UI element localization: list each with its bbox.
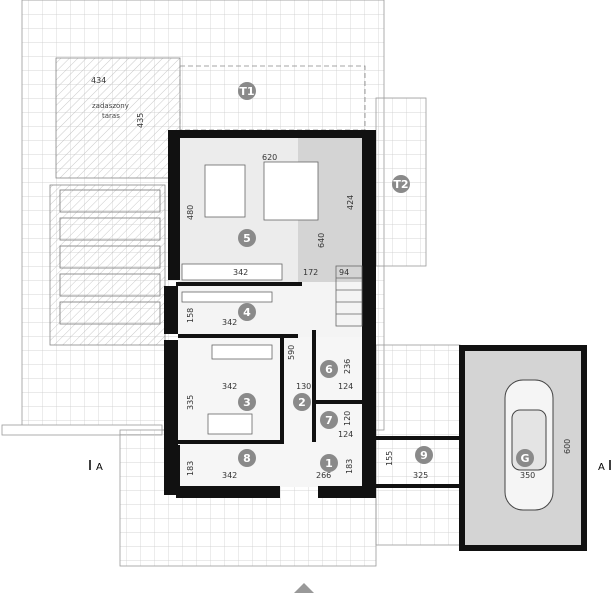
- svg-text:T2: T2: [393, 178, 408, 191]
- staircase: [335, 265, 363, 327]
- dim-room6-height: 236: [343, 359, 352, 374]
- badge-1: 1: [320, 454, 338, 472]
- dim-garage-height: 600: [563, 439, 572, 454]
- terrace-t1-outline: [179, 65, 366, 131]
- dining-table: [204, 164, 246, 218]
- badge-2: 2: [293, 393, 311, 411]
- svg-text:7: 7: [325, 414, 333, 427]
- dim-kitchen-width: 342: [233, 268, 248, 277]
- dim-room4-height: 158: [186, 308, 195, 323]
- section-mark-right: A: [598, 462, 605, 473]
- svg-text:T1: T1: [239, 85, 254, 98]
- badge-8: 8: [238, 449, 256, 467]
- svg-text:9: 9: [420, 449, 428, 462]
- covered-terrace-label-2: taras: [102, 112, 120, 120]
- dim-garage-width: 350: [520, 471, 535, 480]
- svg-text:G: G: [520, 452, 529, 465]
- dim-stair-width: 94: [339, 268, 349, 277]
- dimension-labels: 434 435 zadaszony taras 620 480 640 424 …: [91, 76, 572, 480]
- entrance-arrow-icon: [294, 583, 314, 593]
- room4-counter: [181, 291, 273, 303]
- sofa: [263, 161, 319, 221]
- dim-room3-height: 335: [186, 395, 195, 410]
- dim-hall-width: 172: [303, 268, 318, 277]
- svg-text:1: 1: [325, 457, 333, 470]
- svg-text:8: 8: [243, 452, 251, 465]
- bed-headboard: [211, 344, 273, 360]
- dim-room6-width: 124: [338, 382, 353, 391]
- badge-t2: T2: [392, 175, 410, 193]
- dim-room7-height: 120: [343, 411, 352, 426]
- covered-terrace: [49, 57, 181, 346]
- kitchen-counter: [181, 263, 283, 281]
- badge-4: 4: [238, 303, 256, 321]
- dim-room8-width: 342: [222, 471, 237, 480]
- badge-6: 6: [320, 360, 338, 378]
- badge-g: G: [516, 449, 534, 467]
- badge-3: 3: [238, 393, 256, 411]
- dim-room3-width: 342: [222, 382, 237, 391]
- sofa-room3: [207, 413, 253, 435]
- section-mark-left: A: [96, 462, 103, 473]
- room-badges: T1 T2 5 4 3 2 6 7 1 8 9 G: [238, 82, 534, 472]
- badge-t1: T1: [238, 82, 256, 100]
- dim-living-width: 620: [262, 153, 277, 162]
- svg-text:3: 3: [243, 396, 251, 409]
- covered-terrace-label-1: zadaszony: [92, 102, 129, 110]
- dim-room4-width: 342: [222, 318, 237, 327]
- dim-terrace-width: 434: [91, 76, 106, 85]
- svg-text:4: 4: [243, 306, 251, 319]
- dim-room9-width: 325: [413, 471, 428, 480]
- walls: [164, 130, 464, 498]
- dim-terrace-depth: 435: [136, 113, 145, 128]
- badge-5: 5: [238, 229, 256, 247]
- dim-living-height: 640: [317, 233, 326, 248]
- dim-living-right-height: 424: [346, 195, 355, 210]
- dim-dining-height: 480: [186, 205, 195, 220]
- dim-room1-width: 266: [316, 471, 331, 480]
- garage: [459, 345, 587, 551]
- dim-room9-height: 155: [385, 451, 394, 466]
- svg-text:2: 2: [298, 396, 306, 409]
- car-icon: [504, 379, 554, 511]
- furniture: [181, 161, 319, 435]
- badge-9: 9: [415, 446, 433, 464]
- svg-text:5: 5: [243, 232, 251, 245]
- dim-room7-width: 124: [338, 430, 353, 439]
- badge-7: 7: [320, 411, 338, 429]
- svg-text:6: 6: [325, 363, 333, 376]
- dim-room2-width: 130: [296, 382, 311, 391]
- section-marks: A A: [89, 460, 611, 473]
- dim-corridor-height: 590: [287, 345, 296, 360]
- dim-room8-height: 183: [186, 461, 195, 476]
- dim-room1-height: 183: [345, 459, 354, 474]
